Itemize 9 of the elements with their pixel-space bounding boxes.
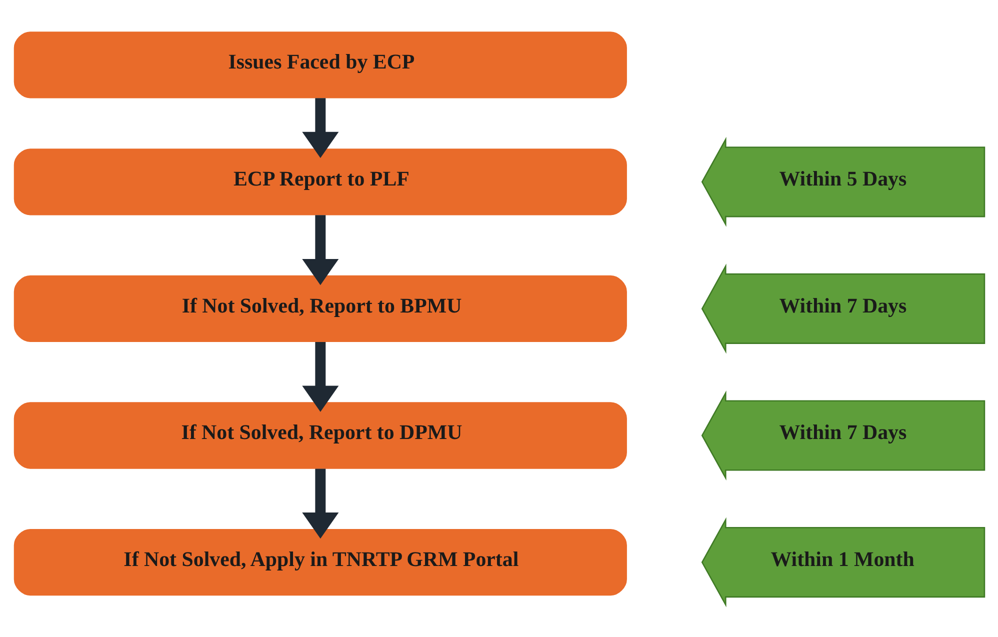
node-box: If Not Solved, Report to BPMU [13,275,626,342]
arrow [302,215,338,286]
arrow [302,342,338,412]
node-box: If Not Solved, Report to DPMU [13,402,626,469]
node-box: If Not Solved, Apply in TNRTP GRM Portal [13,528,626,596]
arrow [302,98,338,158]
node-box: ECP Report to PLF [13,148,626,216]
arrow [302,468,338,539]
node-box: Issues Faced by ECP [13,32,626,98]
